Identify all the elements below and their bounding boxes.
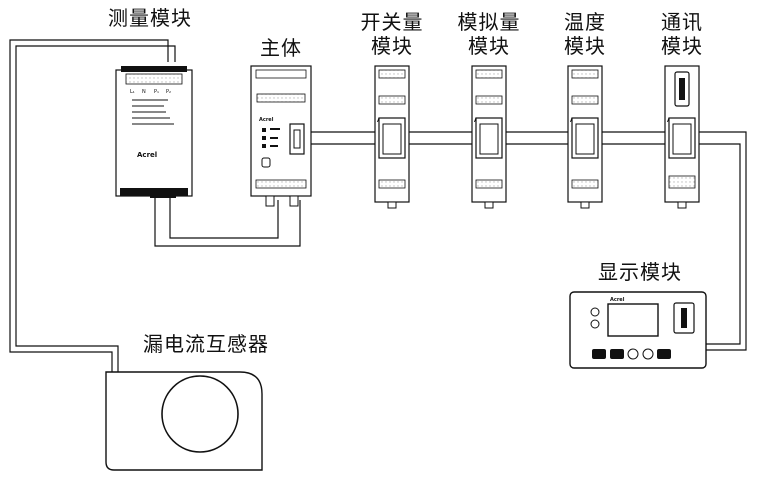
svg-text:P₂: P₂ <box>166 89 171 95</box>
brand-logo: Acrel <box>137 151 157 159</box>
leakage-ct <box>105 371 263 471</box>
label-communication-module-line1: 通讯 <box>661 10 703 34</box>
svg-text:P₁: P₁ <box>154 89 159 95</box>
label-display-module: 显示模块 <box>598 260 682 284</box>
label-leakage-ct: 漏电流互感器 <box>143 332 269 356</box>
measure-module: L₁ N P₁ P₂ Acrel <box>115 66 193 198</box>
label-analog-module: 模拟量 模块 <box>453 10 525 58</box>
bus-cable <box>296 131 747 351</box>
status-leds <box>262 128 280 148</box>
label-analog-module-line2: 模块 <box>468 34 510 58</box>
label-switch-module-line2: 模块 <box>371 34 413 58</box>
label-communication-module-line2: 模块 <box>661 34 703 58</box>
label-switch-module-line1: 开关量 <box>360 10 424 34</box>
temperature-module: Acrel <box>567 65 603 209</box>
switch-module: Acrel <box>374 65 410 209</box>
label-analog-module-line1: 模拟量 <box>457 10 521 34</box>
label-main-unit: 主体 <box>260 36 302 60</box>
info-lines <box>132 99 174 125</box>
cable-measure-to-main <box>154 196 301 247</box>
main-unit: Acrel <box>250 65 312 207</box>
display-module: Acrel <box>569 291 707 369</box>
label-temperature-module-line1: 温度 <box>564 10 606 34</box>
brand-logo: Acrel <box>610 297 625 303</box>
display-buttons <box>592 348 671 360</box>
svg-text:L₁: L₁ <box>130 89 135 95</box>
label-measure-module: 测量模块 <box>108 6 192 30</box>
label-communication-module: 通讯 模块 <box>650 10 714 58</box>
label-switch-module: 开关量 模块 <box>356 10 428 58</box>
analog-module: Acrel <box>471 65 507 209</box>
terminal-labels: L₁ N P₁ P₂ <box>130 89 171 95</box>
label-temperature-module: 温度 模块 <box>553 10 617 58</box>
communication-module: Acrel <box>664 65 700 209</box>
brand-logo: Acrel <box>259 117 274 123</box>
svg-text:N: N <box>142 89 146 95</box>
cable-ct-to-measure <box>9 39 176 372</box>
label-temperature-module-line2: 模块 <box>564 34 606 58</box>
